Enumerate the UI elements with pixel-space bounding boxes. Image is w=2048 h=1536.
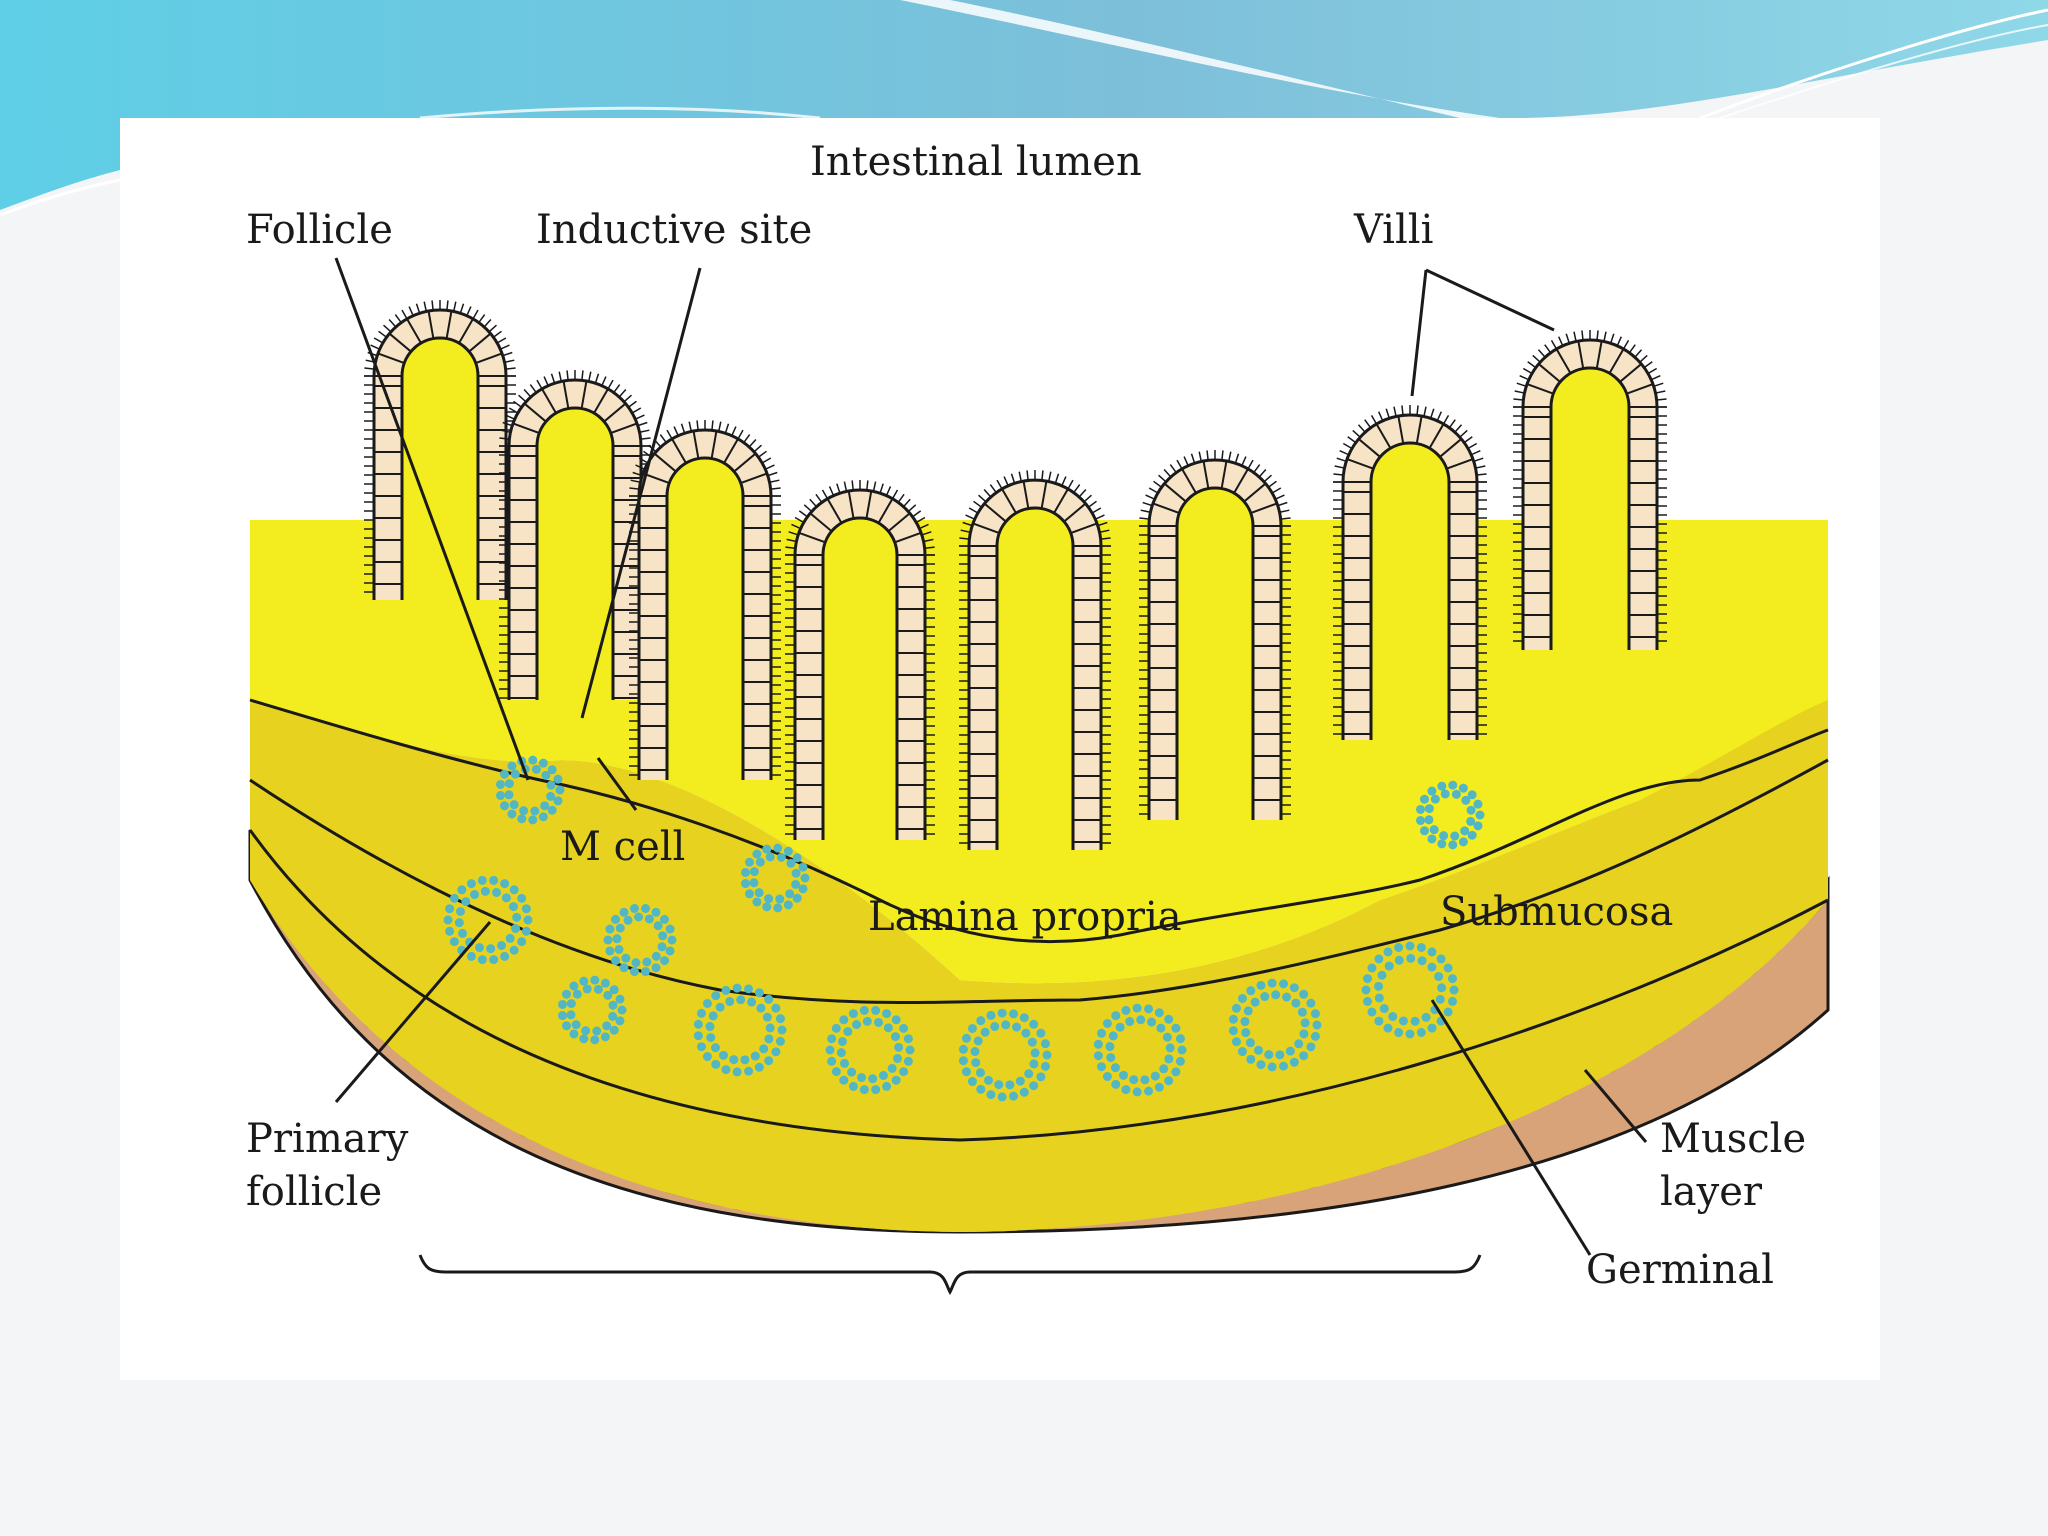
lymphoid-follicle: [1093, 1003, 1187, 1097]
leader-lines: [334, 257, 1648, 1296]
villus: [1139, 450, 1291, 820]
villus: [1333, 405, 1487, 740]
lymphoid-follicle: [1361, 941, 1459, 1039]
lymphoid-follicle: [603, 903, 677, 977]
lymphoid-follicle: [496, 755, 565, 825]
label-muscle-layer-line2: layer: [1660, 1169, 1763, 1215]
follicles-group: [443, 755, 1485, 1102]
label-primary-follicle-line1: Primary: [246, 1116, 409, 1162]
label-submucosa: Submucosa: [1440, 889, 1673, 935]
label-m-cell: M cell: [560, 824, 685, 870]
lymphoid-follicle: [958, 1008, 1052, 1102]
lymphoid-follicle: [443, 875, 533, 965]
label-inductive-site: Inductive site: [536, 207, 812, 253]
lymphoid-follicle: [1416, 780, 1485, 850]
label-primary-follicle-line2: follicle: [246, 1169, 382, 1215]
villus: [1513, 330, 1667, 650]
label-follicle: Follicle: [246, 207, 393, 253]
lymphoid-follicle: [1228, 978, 1322, 1072]
villus: [364, 300, 516, 600]
label-intestinal-lumen: Intestinal lumen: [810, 139, 1142, 185]
label-villi: Villi: [1353, 207, 1433, 253]
villus: [959, 470, 1111, 850]
lymphoid-follicle: [693, 983, 787, 1077]
label-lamina-propria: Lamina propria: [868, 894, 1182, 940]
lymphoid-follicle: [558, 975, 627, 1045]
slide-header-wave: [0, 0, 2048, 217]
villus: [785, 480, 935, 840]
lymphoid-follicle: [741, 843, 810, 913]
lymphoid-follicle: [825, 1005, 915, 1095]
villus: [629, 420, 781, 780]
label-muscle-layer-line1: Muscle: [1660, 1116, 1806, 1162]
label-germinal: Germinal: [1586, 1247, 1774, 1293]
villus: [499, 370, 651, 700]
